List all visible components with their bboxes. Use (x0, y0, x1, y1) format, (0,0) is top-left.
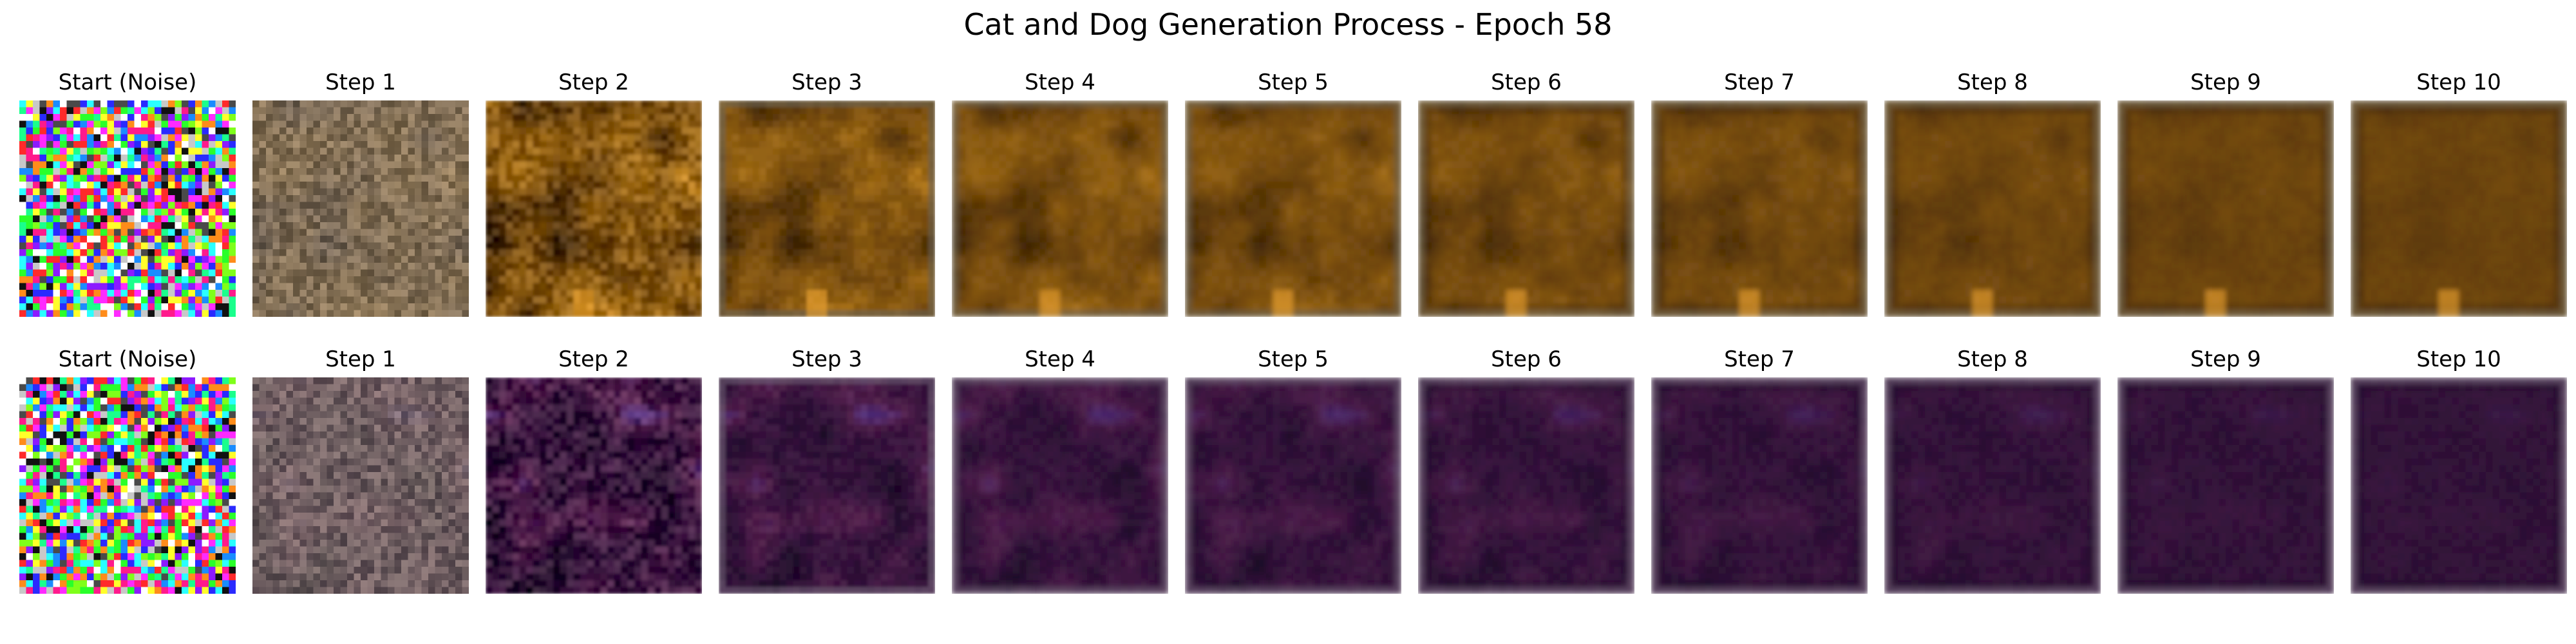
panel-title: Step 5 (1159, 345, 1427, 374)
noise-image (19, 100, 236, 317)
generated-image (1884, 100, 2101, 317)
generated-image (2117, 377, 2334, 594)
panel-title: Step 3 (693, 68, 961, 97)
panel-step-6: Step 6 (1418, 341, 1634, 625)
generated-image (486, 377, 702, 594)
panel-title: Step 1 (227, 345, 495, 374)
generated-image (1185, 377, 1401, 594)
generated-image (486, 100, 702, 317)
generated-image (719, 100, 935, 317)
generated-image (1651, 377, 1868, 594)
panel-title: Step 8 (1859, 68, 2126, 97)
generated-image (952, 100, 1168, 317)
generated-image (1185, 100, 1401, 317)
panel-title: Step 2 (460, 345, 728, 374)
panel-step-7: Step 7 (1651, 64, 1868, 348)
panel-start-noise: Start (Noise) (19, 341, 236, 625)
panel-step-5: Step 5 (1185, 341, 1401, 625)
figure-title: Cat and Dog Generation Process - Epoch 5… (0, 4, 2576, 45)
panel-step-3: Step 3 (719, 341, 935, 625)
panel-step-4: Step 4 (952, 64, 1168, 348)
panel-title: Step 8 (1859, 345, 2126, 374)
generated-image (719, 377, 935, 594)
generated-image (1418, 377, 1634, 594)
panel-title: Step 10 (2325, 345, 2576, 374)
panel-step-5: Step 5 (1185, 64, 1401, 348)
generation-row-1: Start (Noise) Step 1 Step 2 Step 3 Step … (0, 64, 2576, 348)
panel-title: Step 9 (2092, 68, 2360, 97)
generated-image (952, 377, 1168, 594)
panel-start-noise: Start (Noise) (19, 64, 236, 348)
panel-step-6: Step 6 (1418, 64, 1634, 348)
generated-image (1418, 100, 1634, 317)
generated-image (1651, 100, 1868, 317)
generated-image (2117, 100, 2334, 317)
panel-step-4: Step 4 (952, 341, 1168, 625)
panel-title: Step 6 (1392, 345, 1660, 374)
panel-title: Step 4 (926, 68, 1194, 97)
panel-step-10: Step 10 (2351, 64, 2567, 348)
panel-title: Step 6 (1392, 68, 1660, 97)
generated-image (2351, 100, 2567, 317)
panel-title: Step 9 (2092, 345, 2360, 374)
generated-image (2351, 377, 2567, 594)
panel-step-8: Step 8 (1884, 64, 2101, 348)
panel-step-3: Step 3 (719, 64, 935, 348)
panel-title: Step 2 (460, 68, 728, 97)
panel-step-9: Step 9 (2117, 64, 2334, 348)
generation-row-2: Start (Noise) Step 1 Step 2 Step 3 Step … (0, 341, 2576, 625)
panel-step-10: Step 10 (2351, 341, 2567, 625)
panel-title: Step 3 (693, 345, 961, 374)
panel-title: Step 7 (1625, 68, 1893, 97)
generated-image (1884, 377, 2101, 594)
panel-step-8: Step 8 (1884, 341, 2101, 625)
panel-title: Step 10 (2325, 68, 2576, 97)
panel-title: Step 4 (926, 345, 1194, 374)
panel-step-7: Step 7 (1651, 341, 1868, 625)
generated-image (252, 377, 469, 594)
panel-step-1: Step 1 (252, 64, 469, 348)
panel-title: Step 5 (1159, 68, 1427, 97)
panel-step-2: Step 2 (486, 64, 702, 348)
panel-title: Step 7 (1625, 345, 1893, 374)
panel-step-1: Step 1 (252, 341, 469, 625)
noise-image (19, 377, 236, 594)
panel-step-2: Step 2 (486, 341, 702, 625)
panel-step-9: Step 9 (2117, 341, 2334, 625)
panel-title: Start (Noise) (0, 68, 261, 97)
panel-title: Step 1 (227, 68, 495, 97)
generated-image (252, 100, 469, 317)
panel-title: Start (Noise) (0, 345, 261, 374)
